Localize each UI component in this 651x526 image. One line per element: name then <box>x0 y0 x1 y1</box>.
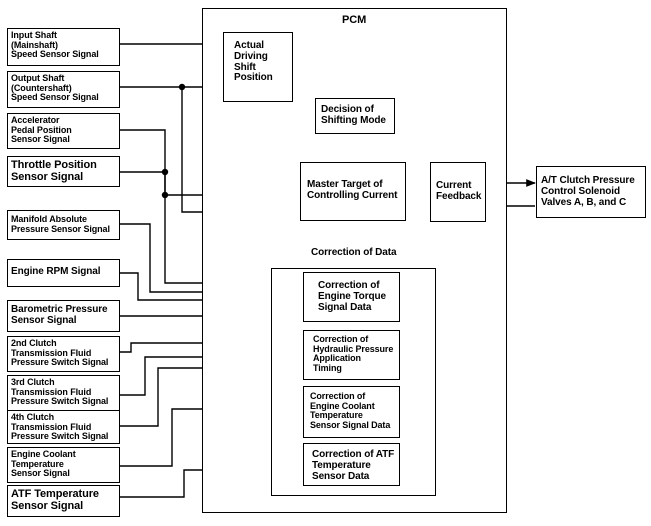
engine-coolant-temp-sensor-label: Engine Coolant Temperature Sensor Signal <box>11 449 76 479</box>
current-feedback-label: Current Feedback <box>436 180 482 202</box>
input-shaft-speed-sensor-label: Input Shaft (Mainshaft) Speed Sensor Sig… <box>11 30 99 60</box>
accelerator-pedal-sensor-box: Accelerator Pedal Position Sensor Signal <box>7 113 120 149</box>
atf-temperature-correction-box: Correction of ATF Temperature Sensor Dat… <box>303 443 400 486</box>
3rd-clutch-pressure-switch-box: 3rd Clutch Transmission Fluid Pressure S… <box>7 375 120 411</box>
engine-coolant-correction-label: Correction of Engine Coolant Temperature… <box>310 391 391 431</box>
3rd-clutch-pressure-switch-label: 3rd Clutch Transmission Fluid Pressure S… <box>11 377 109 407</box>
input-shaft-speed-sensor-box: Input Shaft (Mainshaft) Speed Sensor Sig… <box>7 28 120 66</box>
4th-clutch-pressure-switch-label: 4th Clutch Transmission Fluid Pressure S… <box>11 412 109 442</box>
decision-of-shifting-mode-label: Decision of Shifting Mode <box>321 104 386 126</box>
clutch-pressure-solenoid-box: A/T Clutch Pressure Control Solenoid Val… <box>536 166 646 218</box>
manifold-pressure-sensor-box: Manifold Absolute Pressure Sensor Signal <box>7 210 120 240</box>
2nd-clutch-pressure-switch-label: 2nd Clutch Transmission Fluid Pressure S… <box>11 338 109 368</box>
hydraulic-pressure-correction-box: Correction of Hydraulic Pressure Applica… <box>303 330 400 380</box>
throttle-position-sensor-label: Throttle Position Sensor Signal <box>11 159 97 183</box>
2nd-clutch-pressure-switch-box: 2nd Clutch Transmission Fluid Pressure S… <box>7 336 120 372</box>
4th-clutch-pressure-switch-box: 4th Clutch Transmission Fluid Pressure S… <box>7 410 120 444</box>
clutch-pressure-solenoid-label: A/T Clutch Pressure Control Solenoid Val… <box>541 175 635 208</box>
actual-driving-shift-position-box: Actual Driving Shift Position <box>223 32 293 102</box>
engine-coolant-correction-box: Correction of Engine Coolant Temperature… <box>303 386 400 438</box>
engine-torque-correction-label: Correction of Engine Torque Signal Data <box>318 280 386 313</box>
manifold-pressure-sensor-label: Manifold Absolute Pressure Sensor Signal <box>11 214 110 234</box>
master-target-box: Master Target of Controlling Current <box>300 162 406 221</box>
barometric-pressure-sensor-label: Barometric Pressure Sensor Signal <box>11 304 108 326</box>
output-shaft-speed-sensor-label: Output Shaft (Countershaft) Speed Sensor… <box>11 73 99 103</box>
engine-coolant-temp-sensor-box: Engine Coolant Temperature Sensor Signal <box>7 447 120 483</box>
actual-driving-shift-position-label: Actual Driving Shift Position <box>234 40 273 84</box>
output-shaft-speed-sensor-box: Output Shaft (Countershaft) Speed Sensor… <box>7 71 120 108</box>
atf-temperature-correction-label: Correction of ATF Temperature Sensor Dat… <box>312 449 395 482</box>
atf-temperature-sensor-label: ATF Temperature Sensor Signal <box>11 488 99 512</box>
accelerator-pedal-sensor-label: Accelerator Pedal Position Sensor Signal <box>11 115 72 145</box>
engine-torque-correction-box: Correction of Engine Torque Signal Data <box>303 272 400 322</box>
atf-temperature-sensor-box: ATF Temperature Sensor Signal <box>7 485 120 517</box>
decision-of-shifting-mode-box: Decision of Shifting Mode <box>315 98 395 134</box>
current-feedback-box: Current Feedback <box>430 162 486 222</box>
pcm-title: PCM <box>342 14 367 26</box>
hydraulic-pressure-correction-label: Correction of Hydraulic Pressure Applica… <box>313 334 394 374</box>
master-target-label: Master Target of Controlling Current <box>307 179 398 201</box>
engine-rpm-signal-box: Engine RPM Signal <box>7 259 120 287</box>
throttle-position-sensor-box: Throttle Position Sensor Signal <box>7 156 120 187</box>
engine-rpm-signal-label: Engine RPM Signal <box>11 266 101 277</box>
correction-of-data-header: Correction of Data <box>311 247 397 258</box>
barometric-pressure-sensor-box: Barometric Pressure Sensor Signal <box>7 300 120 332</box>
